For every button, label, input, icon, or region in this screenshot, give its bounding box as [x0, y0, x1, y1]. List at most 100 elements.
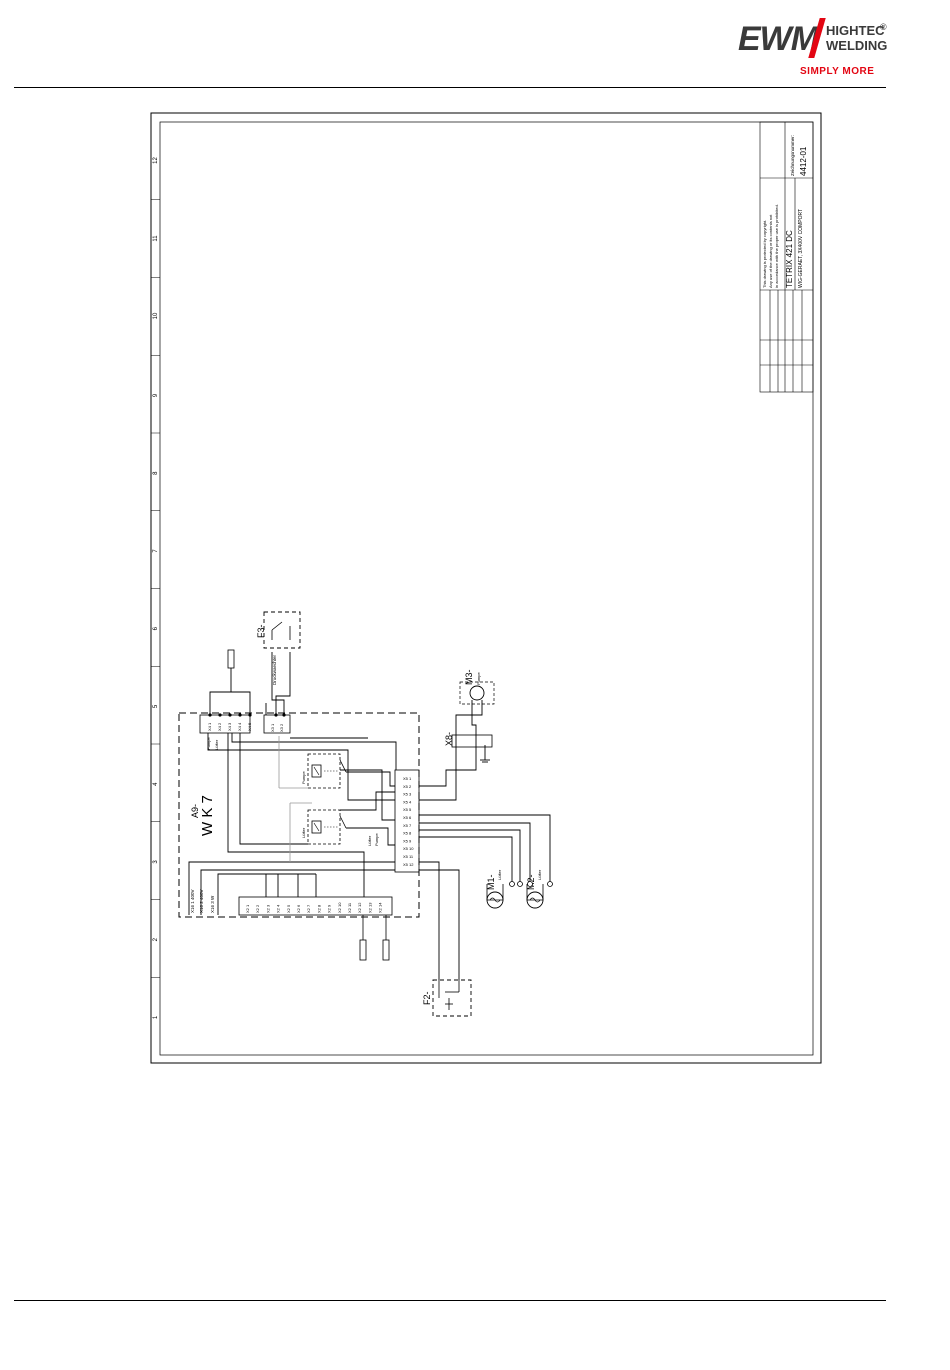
- product-name: TETRIX 421 DC: [785, 230, 794, 288]
- x4-pins: X4 1 X4 2 X4 3 X4 4 X4 5: [207, 722, 252, 731]
- relay-pumpe-label: Pumpe: [301, 771, 306, 784]
- x2-pin-label: X2 5: [286, 904, 291, 913]
- x8-terminal: [451, 734, 493, 748]
- internal-wiring: [188, 733, 397, 915]
- ewm-logo: EWM HIGHTEC WELDING ® SIMPLY MORE: [738, 16, 888, 80]
- x4-connector: [199, 714, 251, 734]
- x3-connector: [263, 714, 291, 734]
- relay-luefter-label: Lüfter: [301, 827, 306, 838]
- relay-pumpe: [307, 753, 341, 789]
- copyright-line-1: This drawing is protected by copyright.: [762, 220, 767, 288]
- supply-label-3: X16 3 W: [210, 895, 215, 913]
- grid-number-7: 7: [153, 549, 159, 553]
- m2-label: Lüfter: [537, 869, 542, 880]
- x5-pin-label: X5 2: [403, 784, 412, 789]
- x5-connector: [394, 769, 420, 873]
- product-description: WIG-GERAET, 3X400V COMPORT: [798, 209, 804, 288]
- x3-pin-1: X3 1: [270, 723, 275, 732]
- logo-tagline: SIMPLY MORE: [800, 66, 875, 77]
- x2-pin-label: X2 3: [265, 904, 270, 913]
- grid-number-10: 10: [153, 312, 159, 319]
- drawing-number: 4412-01: [799, 146, 808, 176]
- m3-tag: M3-: [464, 669, 474, 685]
- x4-pin-label: X4 1: [207, 722, 212, 731]
- f3-pressure-switch: [263, 611, 301, 649]
- x2-pin-label: X2 11: [347, 902, 352, 913]
- x2-pin-label: X2 2: [255, 904, 260, 913]
- bottom-terminals: [359, 915, 390, 961]
- ground-terminal: [227, 649, 235, 669]
- x5-pin-label: X5 11: [403, 854, 414, 859]
- x4-pin-label: X4 2: [217, 722, 222, 731]
- x2-pins: X2 1 X2 2 X2 3 X2 4 X2 5 X2 6 X2 7 X2 8 X2 9 X2 1…: [245, 902, 383, 913]
- x4-pin-dots: [208, 713, 286, 717]
- drawing-number-label: Zeichnungsnummer:: [790, 135, 795, 176]
- luefter-internal-label: Lüfter: [214, 739, 219, 750]
- x2-pin-label: X2 12: [357, 902, 362, 913]
- logo-line-2: WELDING: [826, 38, 888, 53]
- x5-pin-label: X5 5: [403, 807, 412, 812]
- x2-pin-label: X2 6: [296, 904, 301, 913]
- header-rule: [14, 87, 886, 88]
- x2-connector: [238, 896, 393, 916]
- x5-pin-label: X5 10: [403, 846, 414, 851]
- fan-terminals: [509, 881, 553, 887]
- f3-tag: F3-: [256, 624, 266, 638]
- x5-pin-label: X5 12: [403, 862, 414, 867]
- relay-luefter-coil: [311, 820, 322, 834]
- external-wiring: [419, 700, 551, 980]
- f2-tag: F2-: [422, 991, 432, 1005]
- m3-pump-symbol: [469, 685, 485, 701]
- x5-pins: X5 1X5 2X5 3X5 4X5 5X5 6X5 7X5 8X5 9X5 1…: [403, 776, 414, 867]
- m1-label: Lüfter: [497, 869, 502, 880]
- supply-label-2: X16 2 400V: [199, 889, 204, 913]
- luefter-internal-label-2: Lüfter: [367, 835, 372, 846]
- x5-pin-label: X5 7: [403, 823, 412, 828]
- grid-number-11: 11: [153, 235, 159, 242]
- x5-pin-label: X5 9: [403, 838, 412, 843]
- x5-pin-label: X5 4: [403, 799, 412, 804]
- x4-pin-label: X4 4: [237, 722, 242, 731]
- x5-pin-label: X5 3: [403, 792, 412, 797]
- logo-brand: EWM: [738, 20, 819, 58]
- x2-pin-label: X2 7: [306, 904, 311, 913]
- m3-pump-outline: [459, 681, 495, 705]
- relay-luefter: [307, 809, 341, 845]
- grid-number-2: 2: [153, 937, 159, 941]
- x2-pin-label: X2 9: [327, 904, 332, 913]
- grid-number-9: 9: [153, 393, 159, 397]
- grid-number-1: 1: [153, 1015, 159, 1019]
- x2-pin-label: X2 10: [337, 902, 342, 913]
- copyright-line-2: Any use of the drawing or its contents n…: [768, 214, 773, 288]
- x2-pin-label: X2 1: [245, 904, 250, 913]
- x2-pin-label: X2 8: [316, 904, 321, 913]
- pumpe-internal-label-2: Pumpe: [374, 833, 379, 846]
- a9-name: W K 7: [199, 795, 216, 836]
- x5-pin-label: X5 1: [403, 776, 412, 781]
- m1-tag: M1-: [486, 874, 496, 890]
- f3-label: Druckwaechter: [272, 654, 277, 685]
- logo-line-1: HIGHTEC: [826, 23, 885, 38]
- f2-thermostat: [432, 979, 472, 1017]
- grid-number-6: 6: [153, 626, 159, 630]
- x2-pin-label: X2 4: [276, 904, 281, 913]
- grid-number-3: 3: [153, 860, 159, 864]
- x4-pin-label: X4 5: [247, 722, 252, 731]
- x2-pin-label: X2 14: [378, 902, 383, 913]
- a9-tag: A9-: [190, 804, 200, 818]
- grid-number-5: 5: [153, 704, 159, 708]
- supply-label-1: X16 1 400V: [190, 889, 195, 913]
- x4-pin-label: X4 3: [227, 722, 232, 731]
- logo-registered: ®: [880, 22, 887, 32]
- title-block: [759, 121, 814, 393]
- x5-pin-label: X5 6: [403, 815, 412, 820]
- x3-pin-2: X3 2: [279, 723, 284, 732]
- pumpe-internal-label: Pumpe: [206, 737, 211, 750]
- outer-frame: [150, 112, 822, 1064]
- footer-rule: [14, 1300, 886, 1301]
- x2-pin-label: X2 13: [367, 902, 372, 913]
- f3-wiring: [209, 652, 291, 715]
- grid-number-8: 8: [153, 471, 159, 475]
- x8-tag: X8-: [444, 732, 454, 746]
